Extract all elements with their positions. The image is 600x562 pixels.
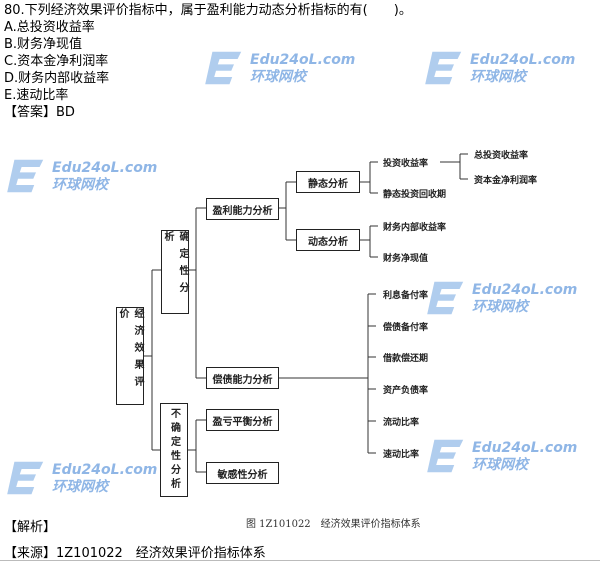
watermark-logo-icon	[427, 439, 464, 473]
leaf-solvency: 利息备付率	[383, 291, 429, 301]
question-stem: 80.下列经济效果评价指标中，属于盈利能力动态分析指标的有( )。	[4, 3, 412, 18]
leaf-equity-profit: 资本金净利润率	[474, 176, 538, 186]
leaf-solvency: 资产负债率	[383, 386, 429, 396]
answer: 【答案】BD	[4, 105, 75, 120]
watermark-logo-icon	[7, 159, 44, 193]
node-certain: 确定性分析	[161, 230, 189, 314]
leaf-solvency: 流动比率	[383, 418, 420, 428]
option-d: D.财务内部收益率	[4, 71, 110, 86]
node-profit: 盈利能力分析	[206, 198, 279, 220]
figure-caption: 图 1Z101022 经济效果评价指标体系	[246, 519, 421, 530]
leaf-firr: 财务内部收益率	[383, 223, 447, 233]
leaf-roi: 投资收益率	[383, 159, 429, 169]
option-c: C.资本金净利润率	[4, 54, 109, 69]
watermark-logo-icon	[425, 51, 462, 85]
node-static: 静态分析	[296, 171, 360, 193]
analysis-label: 【解析】	[4, 520, 57, 535]
option-a: A.总投资收益率	[4, 20, 95, 35]
leaf-static-payback: 静态投资回收期	[383, 190, 447, 200]
source-line: 【来源】1Z101022 经济效果评价指标体系	[4, 546, 266, 561]
leaf-total-roi: 总投资收益率	[474, 151, 529, 161]
option-b: B.财务净现值	[4, 37, 83, 52]
node-root: 经济效果评价	[116, 307, 144, 405]
leaf-solvency: 借款偿还期	[383, 354, 429, 364]
leaf-solvency: 偿债备付率	[383, 323, 429, 333]
leaf-solvency: 速动比率	[383, 450, 420, 460]
node-uncertain: 不确定性分析	[160, 403, 188, 497]
divider	[0, 560, 600, 561]
option-e: E.速动比率	[4, 88, 69, 103]
leaf-fnpv: 财务净现值	[383, 254, 429, 264]
node-solvency: 偿债能力分析	[206, 367, 279, 389]
node-breakeven: 盈亏平衡分析	[206, 409, 279, 431]
watermark-logo-icon	[427, 281, 464, 315]
node-sensitivity: 敏感性分析	[206, 462, 279, 484]
watermark-logo-icon	[205, 51, 242, 85]
node-dynamic: 动态分析	[296, 229, 360, 251]
watermark-logo-icon	[7, 461, 44, 495]
